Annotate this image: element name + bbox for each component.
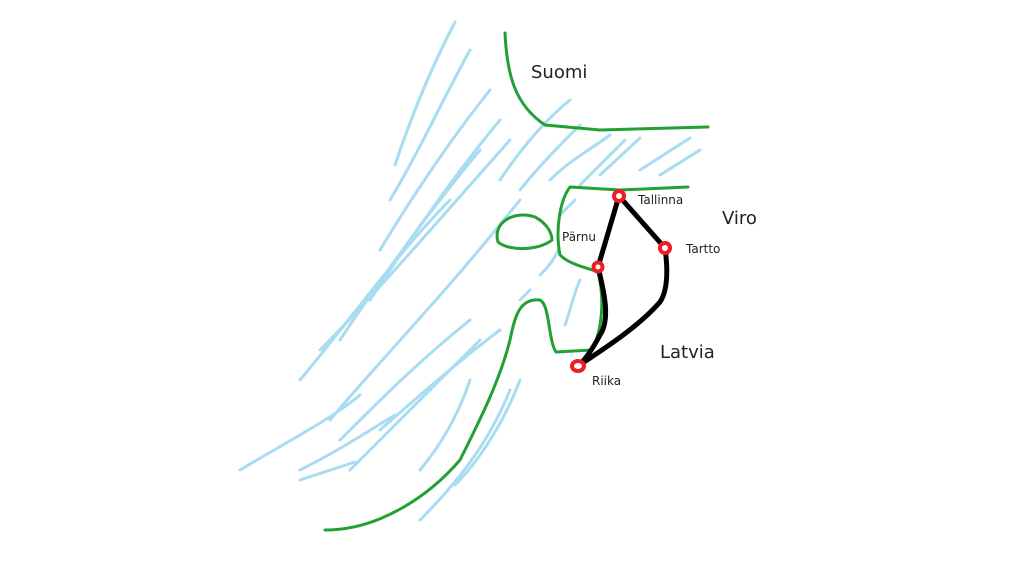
- city-marker-parnu: [591, 260, 605, 274]
- city-marker-riika: [570, 359, 586, 373]
- country-label-viro: Viro: [722, 208, 757, 229]
- saaremaa-island: [495, 213, 554, 250]
- city-label-tallinna: Tallinna: [638, 193, 684, 207]
- city-label-parnu: Pärnu: [562, 230, 596, 244]
- sea-waves: [238, 20, 702, 522]
- country-label-latvia: Latvia: [660, 342, 715, 363]
- route-tallinna-parnu: [595, 193, 622, 270]
- route-tartto-riika: [575, 245, 670, 369]
- finland-coast: [503, 31, 710, 132]
- estonia-latvia-coast: [323, 185, 690, 532]
- coastlines: [323, 31, 710, 532]
- route-tallinna-tartto: [616, 193, 668, 251]
- city-marker-tartto: [658, 241, 672, 255]
- city-label-riika: Riika: [592, 374, 622, 388]
- city-markers: [570, 189, 672, 373]
- city-label-tartto: Tartto: [686, 242, 721, 256]
- city-marker-tallinna: [612, 189, 626, 203]
- country-label-suomi: Suomi: [531, 62, 588, 83]
- routes: [575, 193, 670, 369]
